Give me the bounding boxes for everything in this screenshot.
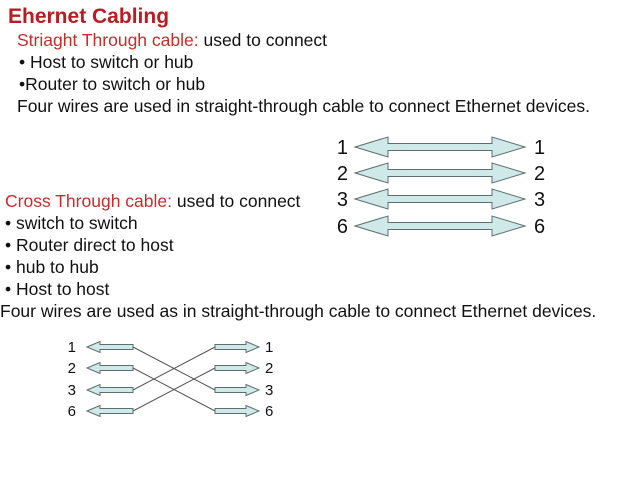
pin-label: 6 <box>68 403 76 420</box>
straight-diagram: 1 2 3 6 1 2 3 6 <box>337 136 545 238</box>
double-arrow <box>353 136 527 158</box>
pin-label: 1 <box>68 339 76 356</box>
pin-label: 6 <box>337 216 348 238</box>
left-arrow <box>85 404 134 418</box>
double-arrow <box>353 215 527 237</box>
pin-label: 2 <box>337 163 348 185</box>
bullet-item: • Host to switch or hub <box>19 52 194 72</box>
bullet-item: •Router to switch or hub <box>19 74 206 94</box>
left-arrow <box>85 383 134 397</box>
cross-section-note: Four wires are used as in straight-throu… <box>0 301 597 321</box>
cross-heading-rest: used to connect <box>172 191 301 211</box>
pin-label: 3 <box>337 189 348 211</box>
pin-label: 3 <box>265 382 273 399</box>
left-arrow <box>85 340 134 354</box>
straight-heading-rest: used to connect <box>198 30 328 50</box>
cross-heading-red: Cross Through cable: <box>5 191 172 211</box>
bullet-item: • Router direct to host <box>5 235 174 255</box>
cross-section-heading: Cross Through cable: used to connect <box>5 190 300 212</box>
bullet-item: • Host to host <box>5 279 110 299</box>
right-arrow <box>214 361 261 375</box>
straight-heading-red: Striaght Through cable: <box>17 30 199 50</box>
right-arrow <box>214 404 261 418</box>
right-arrow <box>214 340 261 354</box>
pin-label: 2 <box>534 163 545 185</box>
cross-diagram: 1 2 3 6 1 2 3 6 <box>68 339 274 420</box>
slide-title: Ehernet Cabling <box>8 5 170 28</box>
straight-section-heading: Striaght Through cable: used to connect <box>17 29 327 51</box>
right-arrow <box>214 383 261 397</box>
pin-label: 6 <box>534 216 545 238</box>
bullet-item: • hub to hub <box>5 257 99 277</box>
pin-label: 1 <box>337 137 348 159</box>
crossover-wire <box>132 346 216 391</box>
double-arrow <box>353 162 527 184</box>
pin-label: 3 <box>534 189 545 211</box>
double-arrow <box>353 188 527 210</box>
pin-label: 3 <box>68 382 76 399</box>
pin-label: 6 <box>265 403 273 420</box>
left-arrow <box>85 361 134 375</box>
pin-label: 2 <box>265 360 273 377</box>
pin-label: 1 <box>534 137 545 159</box>
crossover-wire <box>132 367 216 412</box>
straight-section-note: Four wires are used in straight-through … <box>17 96 590 116</box>
bullet-item: • switch to switch <box>5 213 138 233</box>
pin-label: 2 <box>68 360 76 377</box>
pin-label: 1 <box>265 339 273 356</box>
